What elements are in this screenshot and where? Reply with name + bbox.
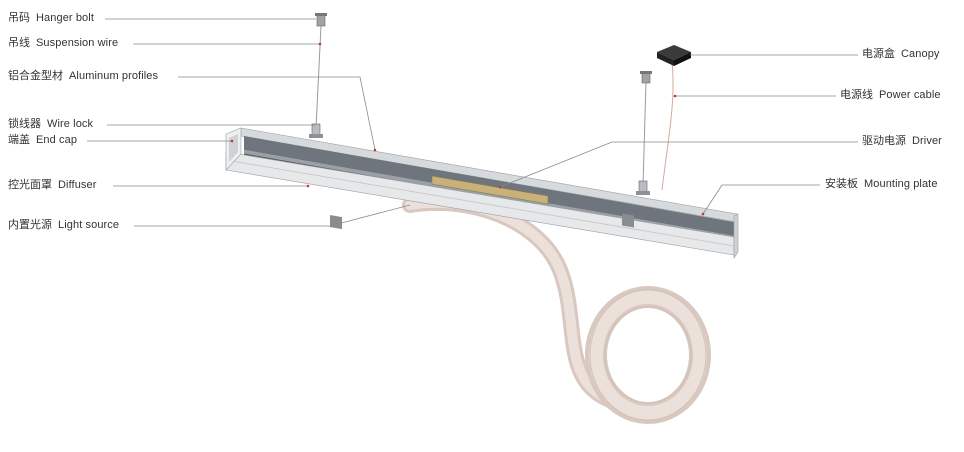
label-aluminum-profiles: 铝合金型材 Aluminum profiles (8, 70, 158, 83)
canopy (657, 45, 691, 66)
marker-dots (230, 42, 705, 216)
label-end-cap-en: End cap (36, 134, 78, 146)
power-cable (661, 61, 674, 191)
label-driver-en: Driver (912, 135, 942, 147)
label-suspension-wire-zh: 吊线 (8, 37, 30, 49)
label-light-source-en: Light source (58, 219, 120, 231)
label-diffuser: 控光面罩 Diffuser (8, 179, 97, 192)
label-suspension-wire: 吊线 Suspension wire (8, 37, 118, 50)
label-canopy-zh: 电源盒 (862, 48, 895, 60)
wire-lock-left (309, 123, 323, 138)
aluminum-profile (225, 127, 739, 259)
label-aluminum-profiles-zh: 铝合金型材 (8, 70, 63, 82)
leader-light-source (134, 204, 411, 227)
label-aluminum-profiles-en: Aluminum profiles (69, 70, 159, 82)
label-mounting-plate-en: Mounting plate (864, 178, 938, 190)
label-power-cable: 电源线 Power cable (840, 89, 941, 102)
label-suspension-wire-en: Suspension wire (36, 37, 119, 49)
driver (431, 175, 549, 205)
hanger-bolt-left (315, 13, 327, 27)
leader-mounting-plate (702, 184, 820, 215)
label-canopy: 电源盒 Canopy (862, 48, 940, 61)
label-mounting-plate: 安装板 Mounting plate (825, 178, 938, 191)
label-hanger-bolt: 吊码 Hanger bolt (8, 12, 94, 25)
leader-driver (499, 141, 858, 188)
label-hanger-bolt-zh: 吊码 (8, 12, 30, 24)
wire-lock-right (636, 180, 650, 195)
label-end-cap-zh: 端盖 (8, 134, 30, 146)
label-mounting-plate-zh: 安装板 (825, 178, 858, 190)
label-driver-zh: 驱动电源 (862, 135, 906, 147)
leader-lines (87, 18, 858, 227)
label-power-cable-zh: 电源线 (840, 89, 873, 101)
label-wire-lock: 锁线器 Wire lock (8, 118, 93, 131)
label-light-source-zh: 内置光源 (8, 219, 52, 231)
label-canopy-en: Canopy (901, 48, 940, 60)
label-wire-lock-zh: 锁线器 (8, 118, 41, 130)
label-diffuser-zh: 控光面罩 (8, 179, 52, 191)
label-power-cable-en: Power cable (879, 89, 941, 101)
label-diffuser-en: Diffuser (58, 179, 97, 191)
label-end-cap: 端盖 End cap (8, 134, 77, 147)
label-driver: 驱动电源 Driver (862, 135, 942, 148)
hanger-bolt-right (640, 71, 652, 84)
leader-aluminum-profiles (178, 76, 376, 151)
label-light-source: 内置光源 Light source (8, 219, 119, 232)
label-wire-lock-en: Wire lock (47, 118, 94, 130)
label-hanger-bolt-en: Hanger bolt (36, 12, 94, 24)
